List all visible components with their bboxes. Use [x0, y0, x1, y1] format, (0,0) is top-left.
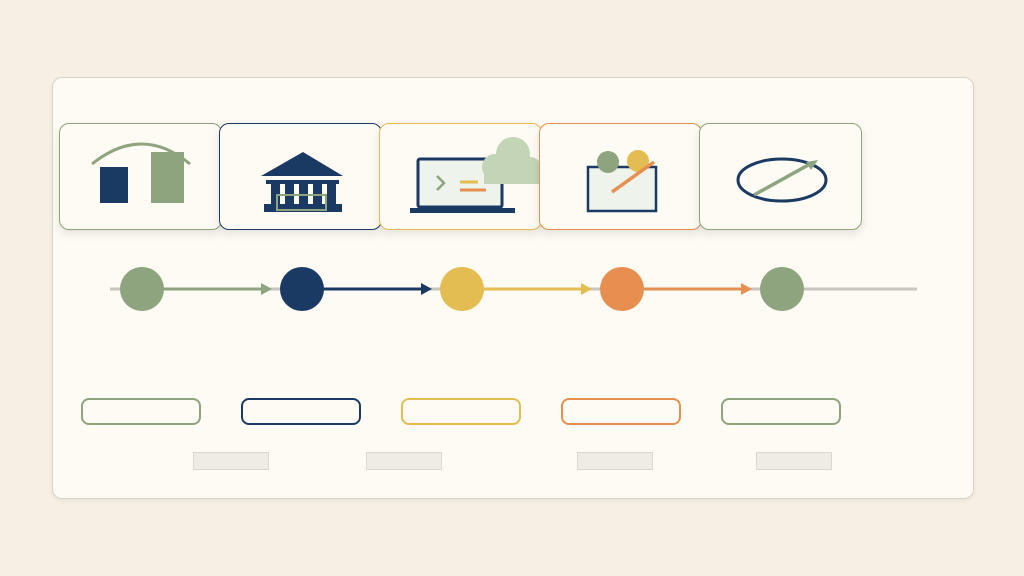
caption-placeholder-4 [756, 452, 832, 470]
stage-node-3 [440, 267, 484, 311]
bank-building-icon [261, 152, 343, 212]
stage-node-4 [600, 267, 644, 311]
stage-node-1 [120, 267, 164, 311]
stage-card-2 [219, 123, 382, 230]
stage-node-5 [760, 267, 804, 311]
diagram-panel [52, 77, 974, 499]
stage-label-5 [721, 398, 841, 425]
arrowhead-4 [741, 283, 752, 295]
stage-card-1 [59, 123, 222, 230]
arrowhead-3 [581, 283, 592, 295]
stage-label-1 [81, 398, 201, 425]
timeline [110, 267, 917, 311]
caption-placeholder-1 [193, 452, 269, 470]
stage-card-3 [379, 123, 543, 230]
stage-card-5 [699, 123, 862, 230]
caption-placeholder-3 [577, 452, 653, 470]
ellipse-arrow-icon [736, 157, 828, 203]
stage-card-4 [539, 123, 702, 230]
stage-label-2 [241, 398, 361, 425]
laptop-cloud-terminal-icon [410, 137, 543, 213]
chart-bars-arc-icon [91, 142, 191, 203]
arrowhead-2 [421, 283, 432, 295]
caption-placeholder-2 [366, 452, 442, 470]
arrowhead-1 [261, 283, 272, 295]
board-growth-icon [586, 150, 658, 213]
stage-label-4 [561, 398, 681, 425]
stage-node-2 [280, 267, 324, 311]
stage-label-3 [401, 398, 521, 425]
